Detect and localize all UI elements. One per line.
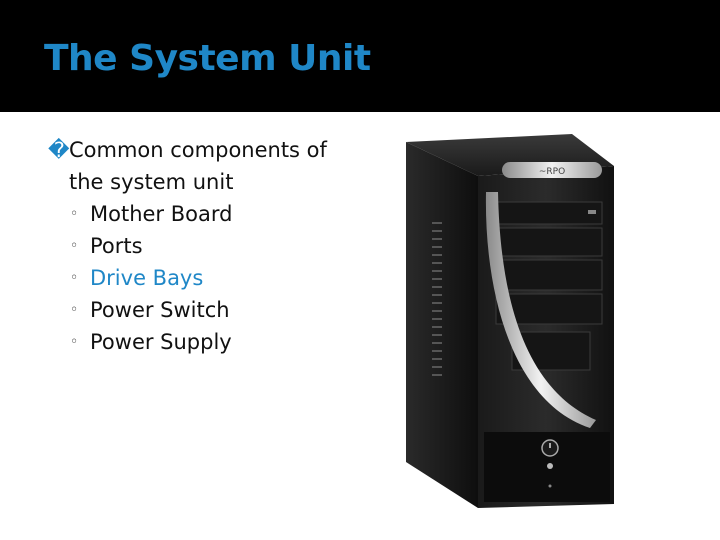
side-vent xyxy=(432,222,442,376)
sub-bullet-text: Power Supply xyxy=(90,330,232,354)
svg-text:~RPO: ~RPO xyxy=(539,167,565,177)
sub-bullet-glyph: ◦ xyxy=(70,334,79,350)
sub-bullet-glyph: ◦ xyxy=(70,302,79,318)
sub-bullet: ◦ Power Supply xyxy=(48,326,338,358)
sub-bullet: ◦ Mother Board xyxy=(48,198,338,230)
title-bar: The System Unit xyxy=(0,0,720,112)
silver-swoosh xyxy=(485,192,596,428)
slide-title: The System Unit xyxy=(44,38,371,79)
sub-bullet-text: Ports xyxy=(90,234,143,258)
drive-bays xyxy=(495,201,603,371)
bay-button xyxy=(588,210,596,214)
main-bullet-glyph: � xyxy=(48,138,70,162)
sub-bullet-text: Drive Bays xyxy=(90,266,204,290)
power-led xyxy=(548,484,552,488)
main-bullet: � Common components of the system unit xyxy=(48,134,338,198)
sub-bullet-text: Power Switch xyxy=(90,298,230,322)
sub-bullet-glyph: ◦ xyxy=(70,238,79,254)
top-badge xyxy=(502,162,602,178)
sub-bullet: ◦ Ports xyxy=(48,230,338,262)
reset-button xyxy=(547,463,553,469)
sub-bullet: ◦ Power Switch xyxy=(48,294,338,326)
sub-bullet-glyph: ◦ xyxy=(70,206,79,222)
computer-tower-image: ~RPO xyxy=(406,134,614,508)
sub-bullet: ◦ Drive Bays xyxy=(48,262,338,294)
main-bullet-text: Common components of the system unit xyxy=(69,138,327,194)
sub-bullet-glyph: ◦ xyxy=(70,270,79,286)
sub-bullet-text: Mother Board xyxy=(90,202,233,226)
bullet-list: � Common components of the system unit ◦… xyxy=(48,134,338,358)
case-side xyxy=(406,142,478,508)
